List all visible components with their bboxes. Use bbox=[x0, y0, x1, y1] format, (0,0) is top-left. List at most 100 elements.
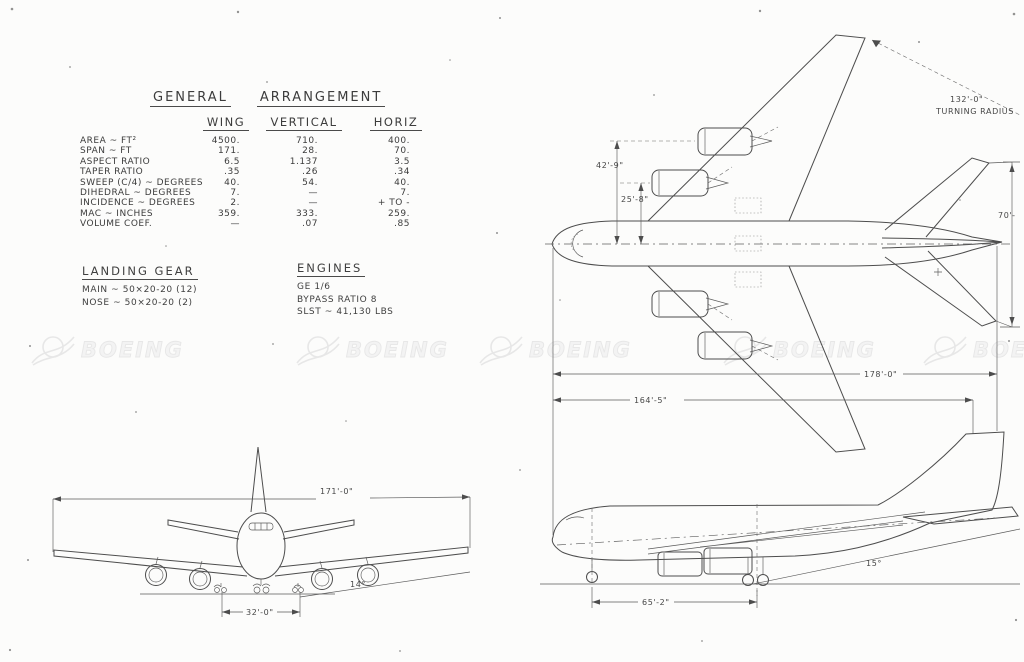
dim-turning-radius-value: 132'-0" bbox=[950, 95, 983, 104]
ga-cell-horiz: 259. bbox=[387, 208, 410, 219]
plan-view: 132'-0" TURNING RADIUS 42'-9" 25'-8" 70'… bbox=[545, 34, 1021, 535]
engines-title: ENGINES bbox=[297, 261, 366, 277]
ga-cell-wing: .35 bbox=[224, 167, 240, 178]
table-row: MAC ~ INCHES 359. 333. 259. bbox=[80, 209, 446, 219]
ga-row-label: MAC ~ INCHES bbox=[80, 208, 154, 219]
side-nacelle-rear bbox=[703, 547, 753, 575]
scan-dust-specks bbox=[8, 7, 1018, 652]
ga-cell-wing: 359. bbox=[217, 208, 240, 219]
ga-cell-wing: 7. bbox=[230, 188, 240, 199]
front-engine-2 bbox=[189, 568, 211, 590]
plan-flap-reference-marks bbox=[734, 197, 762, 288]
plan-nose-detail bbox=[572, 229, 584, 258]
side-nacelle-details bbox=[663, 549, 711, 575]
plan-nacelle-inboard-right bbox=[651, 290, 709, 318]
plan-nose-detail-inner bbox=[570, 233, 579, 254]
dim-wheel-base: 65'-2" bbox=[642, 598, 670, 607]
landing-gear-nose: NOSE ~ 50×20-20 (2) bbox=[82, 297, 193, 308]
plan-cross-mark bbox=[934, 268, 942, 276]
front-engine-1 bbox=[145, 564, 167, 586]
dim-gear-track: 32'-0" bbox=[246, 608, 274, 617]
front-view: 171'-0" 32'-0" 14° bbox=[52, 446, 471, 617]
ga-cell-horiz: 3.5 bbox=[394, 156, 410, 167]
ga-col-vertical: VERTICAL bbox=[266, 115, 342, 131]
dim-horiz-tail-span: 70'- bbox=[998, 211, 1016, 220]
front-engine-pylons bbox=[155, 556, 369, 569]
dim-overall-length: 178'-0" bbox=[864, 370, 897, 379]
front-gear-wheel bbox=[292, 587, 298, 593]
front-landing-gear bbox=[213, 579, 304, 594]
side-fuselage-and-fin bbox=[551, 431, 1005, 561]
engines-thrust: SLST ~ 41,130 LBS bbox=[297, 307, 394, 317]
engines-note: ENGINES GE 1/6 BYPASS RATIO 8 SLST ~ 41,… bbox=[297, 257, 394, 319]
front-engine-3-inner bbox=[314, 571, 330, 587]
side-main-wheel-front bbox=[742, 574, 754, 586]
front-engine-2-inner bbox=[192, 571, 208, 587]
landing-gear-note: LANDING GEAR MAIN ~ 50×20-20 (12) NOSE ~… bbox=[82, 260, 198, 309]
ga-cell-vertical: 333. bbox=[295, 208, 318, 219]
plan-nacelle-details bbox=[658, 129, 774, 358]
engines-bypass: BYPASS RATIO 8 bbox=[297, 294, 378, 305]
ga-cell-horiz: 7. bbox=[400, 188, 410, 199]
side-reference-verticals bbox=[591, 504, 758, 596]
dim-line-164 bbox=[553, 399, 974, 434]
ga-cell-wing: 2. bbox=[230, 198, 240, 209]
dim-turning-radius-label: TURNING RADIUS bbox=[935, 107, 1014, 116]
side-cockpit-mark bbox=[565, 516, 585, 521]
dim-line-171 bbox=[52, 496, 471, 552]
table-row: TAPER RATIO.35.26.34 bbox=[80, 167, 446, 177]
ga-cell-vertical: — bbox=[308, 198, 318, 209]
ga-row-label: ASPECT RATIO bbox=[80, 156, 151, 167]
ga-row-label: SPAN ~ FT bbox=[80, 146, 132, 157]
dim-engine-inboard: 25'-8" bbox=[621, 195, 649, 204]
front-engine-4 bbox=[357, 564, 379, 586]
front-engine-3 bbox=[311, 568, 333, 590]
ga-cell-horiz: + TO - bbox=[377, 198, 410, 209]
dim-line-178 bbox=[552, 246, 998, 535]
ga-row-label: SWEEP (C/4) ~ DEGREES bbox=[80, 177, 204, 188]
ga-cell-wing: — bbox=[230, 219, 240, 230]
turning-radius-leader bbox=[871, 39, 1021, 116]
table-row: VOLUME COEF.—.07.85 bbox=[80, 219, 446, 229]
ga-cell-wing: 4500. bbox=[211, 136, 240, 146]
ga-title-word-arrangement: ARRANGEMENT bbox=[256, 90, 386, 107]
ga-row-label: AREA ~ FT² bbox=[80, 136, 137, 146]
ga-cell-vertical: 54. bbox=[302, 177, 318, 188]
ga-cell-wing: 40. bbox=[224, 177, 240, 188]
front-gear-wheel bbox=[221, 587, 227, 593]
front-gear-struts bbox=[220, 579, 299, 587]
ga-cell-horiz: 40. bbox=[394, 177, 410, 188]
front-dim-arrowheads bbox=[53, 494, 470, 615]
table-row: DIHEDRAL ~ DEGREES 7. — 7. bbox=[80, 188, 446, 198]
ga-cell-horiz: .85 bbox=[394, 219, 410, 230]
ga-cell-wing: 6.5 bbox=[224, 156, 240, 167]
front-gear-wheel bbox=[262, 586, 270, 594]
ga-column-headers: WING VERTICAL HORIZ bbox=[80, 115, 446, 131]
side-view: 65'-2" 15° bbox=[540, 431, 1021, 608]
front-gear-wheel bbox=[298, 587, 304, 593]
ga-cell-horiz: 70. bbox=[394, 146, 410, 157]
landing-gear-title: LANDING GEAR bbox=[82, 264, 198, 280]
ga-row-label: INCIDENCE ~ DEGREES bbox=[80, 198, 196, 209]
ga-row-label: DIHEDRAL ~ DEGREES bbox=[80, 188, 192, 199]
front-engine-1-inner bbox=[148, 567, 164, 583]
dim-line-70 bbox=[988, 161, 1020, 328]
plan-fuselage bbox=[551, 220, 1003, 267]
ga-row-label: TAPER RATIO bbox=[80, 167, 144, 178]
dim-body-length: 164'-5" bbox=[634, 396, 667, 405]
ga-cell-wing: 171. bbox=[217, 146, 240, 157]
side-main-wheel-rear bbox=[757, 574, 769, 586]
plan-wings bbox=[647, 34, 866, 453]
front-engines bbox=[145, 556, 379, 590]
front-gear-bogies bbox=[213, 583, 302, 588]
table-row: INCIDENCE ~ DEGREES 2. — + TO - bbox=[80, 198, 446, 208]
side-wing-lines bbox=[647, 511, 926, 555]
ga-cell-horiz: .34 bbox=[394, 167, 410, 178]
ga-cell-vertical: — bbox=[308, 188, 318, 199]
plan-nacelle-outboard-left bbox=[697, 127, 753, 156]
ga-col-horiz: HORIZ bbox=[369, 115, 423, 131]
plan-nacelle-inboard-left bbox=[651, 169, 709, 197]
